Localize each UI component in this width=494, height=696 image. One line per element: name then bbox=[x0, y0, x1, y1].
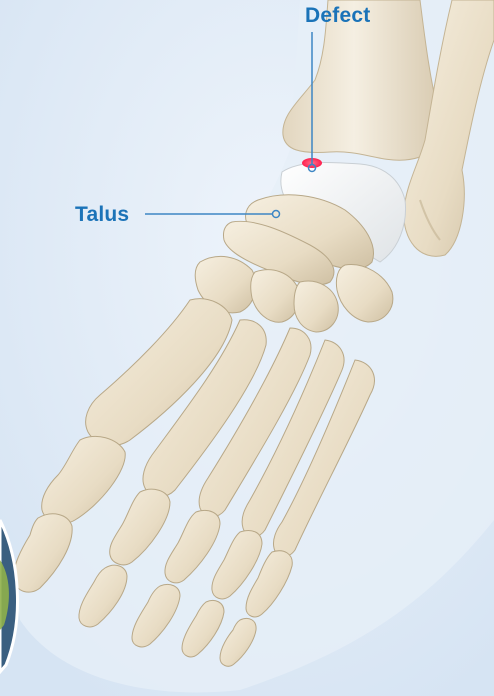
defect-label: Defect bbox=[305, 4, 370, 28]
talus-label: Talus bbox=[75, 203, 129, 227]
